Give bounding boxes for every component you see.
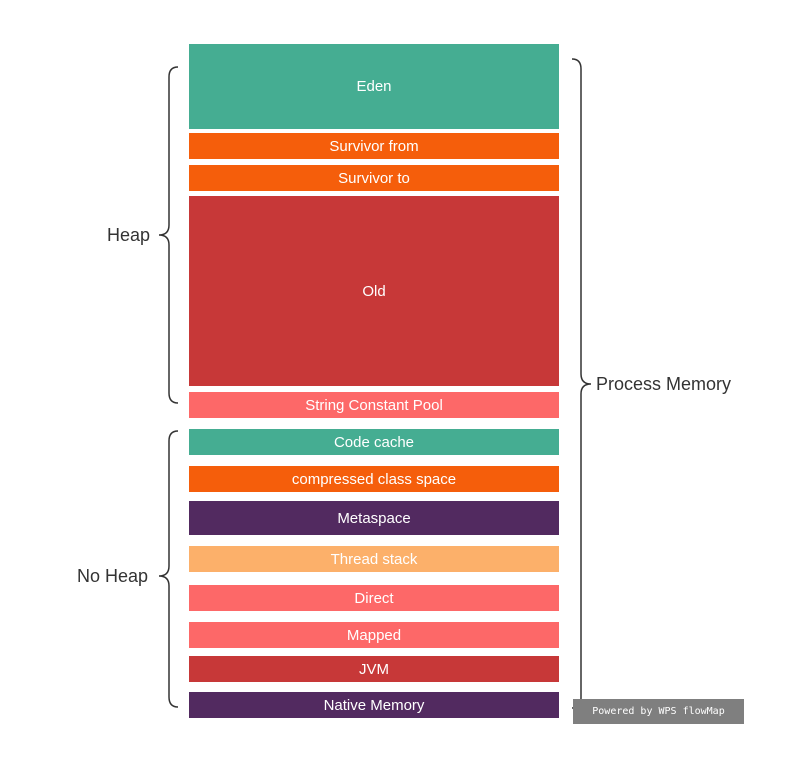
block-thread-stack: Thread stack [189,546,559,572]
block-native-memory: Native Memory [189,692,559,718]
block-jvm: JVM [189,656,559,682]
no-heap-brace [158,430,179,708]
heap-label: Heap [107,225,151,245]
block-old: Old [189,196,559,386]
block-survivor-to: Survivor to [189,165,559,191]
block-metaspace: Metaspace [189,501,559,535]
block-code-cache: Code cache [189,429,559,455]
process-memory-brace [571,58,592,709]
watermark-badge: Powered by WPS flowMap [573,699,744,724]
process-memory-label: Process Memory [596,374,732,394]
no-heap-label: No Heap [77,566,149,586]
block-compressed-class-space: compressed class space [189,466,559,492]
heap-brace [158,66,179,404]
block-survivor-from: Survivor from [189,133,559,159]
block-eden: Eden [189,44,559,129]
block-string-constant-pool: String Constant Pool [189,392,559,418]
block-mapped: Mapped [189,622,559,648]
block-direct: Direct [189,585,559,611]
